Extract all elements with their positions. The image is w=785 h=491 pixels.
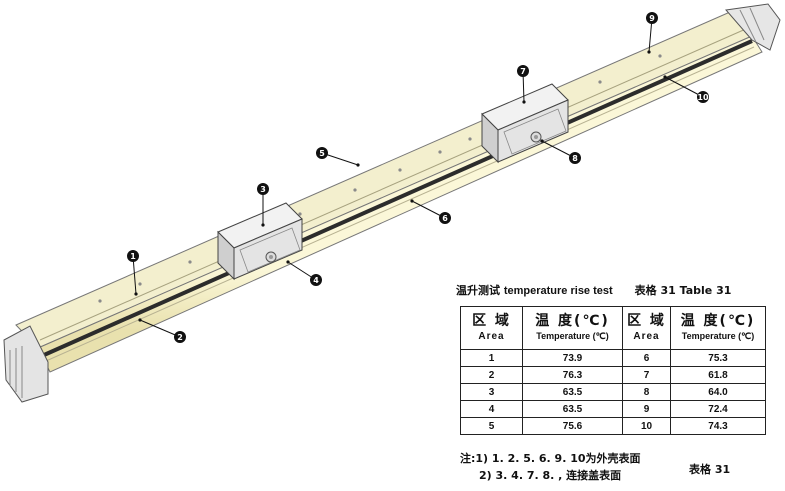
table-title-right: 表格 31 Table 31	[634, 284, 732, 297]
callout-3: 3	[257, 183, 269, 227]
joint-cover-2	[481, 83, 569, 164]
callout-anchor-dot	[540, 139, 544, 143]
cell-temp: 76.3	[522, 366, 623, 384]
callout-leader-line	[132, 255, 137, 295]
callout-leader-line	[664, 76, 704, 98]
callout-badge	[127, 250, 139, 262]
cell-area: 9	[622, 400, 671, 418]
footer-caption: 表格 31	[689, 463, 731, 476]
callout-leader-line	[541, 140, 576, 159]
cell-area: 2	[460, 366, 523, 384]
cell-temp: 64.0	[670, 383, 766, 401]
callout-number: 1	[130, 252, 136, 261]
cell-area: 7	[622, 366, 671, 384]
callout-markers: 1 2 3 4 5 6 7 8 9 10	[127, 12, 709, 343]
cell-area: 3	[460, 383, 523, 401]
cell-area: 6	[622, 349, 671, 367]
callout-number: 5	[319, 149, 325, 158]
callout-7: 7	[517, 65, 529, 104]
callout-number: 10	[697, 93, 709, 102]
callout-leader-line	[139, 319, 181, 338]
callout-number: 8	[572, 154, 578, 163]
callout-anchor-dot	[138, 318, 142, 322]
callout-2: 2	[138, 318, 186, 343]
note-line-1: 注:1) 1. 2. 5. 6. 9. 10为外壳表面	[460, 452, 641, 465]
callout-badge	[174, 331, 186, 343]
cell-area: 1	[460, 349, 523, 367]
cell-temp: 61.8	[670, 366, 766, 384]
callout-anchor-dot	[522, 100, 526, 104]
callout-leader-line	[411, 200, 446, 219]
busway-housing	[3, 3, 781, 403]
note-line-2: 2) 3. 4. 7. 8. , 连接盖表面	[479, 469, 622, 482]
cell-temp: 72.4	[670, 400, 766, 418]
cell-temp: 63.5	[522, 383, 623, 401]
callout-4: 4	[286, 260, 322, 286]
callout-8: 8	[540, 139, 581, 164]
callout-number: 6	[442, 214, 448, 223]
callout-badge	[257, 183, 269, 195]
table-notes: 注:1) 1. 2. 5. 6. 9. 10为外壳表面 2) 3. 4. 7. …	[460, 450, 641, 484]
callout-badge	[646, 12, 658, 24]
callout-5: 5	[316, 147, 360, 167]
callout-number: 7	[520, 67, 526, 76]
cell-area: 4	[460, 400, 523, 418]
callout-6: 6	[410, 199, 451, 224]
table-title: 温升测试 temperature rise test 表格 31 Table 31	[456, 282, 731, 298]
table-title-cn: 温升测试	[456, 284, 500, 297]
callout-anchor-dot	[647, 50, 651, 54]
callout-badge	[697, 91, 709, 103]
callout-badge	[439, 212, 451, 224]
callout-anchor-dot	[356, 163, 360, 167]
callout-number: 9	[649, 14, 655, 23]
callout-1: 1	[127, 250, 139, 296]
callout-anchor-dot	[663, 75, 667, 79]
callout-number: 2	[177, 333, 183, 342]
callout-badge	[310, 274, 322, 286]
housing-screws	[98, 54, 662, 303]
callout-badge	[569, 152, 581, 164]
cell-temp: 75.3	[670, 349, 766, 367]
callout-badge	[316, 147, 328, 159]
callout-10: 10	[663, 75, 709, 103]
callout-anchor-dot	[410, 199, 414, 203]
callout-anchor-dot	[286, 260, 290, 264]
cell-temp: 75.6	[522, 417, 623, 435]
header-temp-1: 温 度(℃)Temperature (℃)	[522, 306, 623, 350]
cell-area: 8	[622, 383, 671, 401]
callout-9: 9	[646, 12, 658, 54]
header-temp-2: 温 度(℃)Temperature (℃)	[670, 306, 766, 350]
callout-number: 4	[313, 276, 319, 285]
table-title-en: temperature rise test	[503, 285, 613, 297]
cell-area: 5	[460, 417, 523, 435]
callout-anchor-dot	[134, 292, 138, 296]
joint-cover-1	[217, 202, 303, 281]
callout-anchor-dot	[261, 223, 265, 227]
callout-number: 3	[260, 185, 266, 194]
callout-badge	[517, 65, 529, 77]
cell-temp: 63.5	[522, 400, 623, 418]
cell-temp: 73.9	[522, 349, 623, 367]
callout-leader-line	[321, 152, 359, 166]
cell-area: 10	[622, 417, 671, 435]
cell-temp: 74.3	[670, 417, 766, 435]
